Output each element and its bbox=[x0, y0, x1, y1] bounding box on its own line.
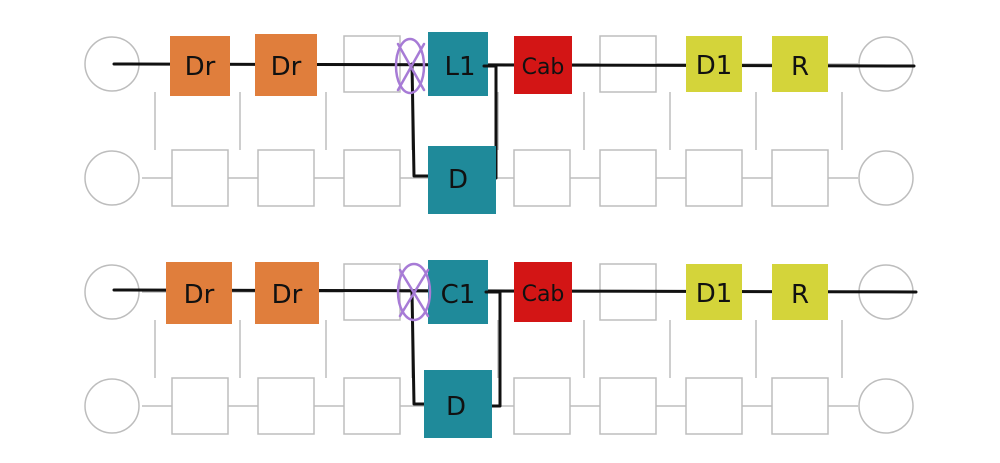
block-d1 bbox=[686, 36, 742, 92]
block-label: R bbox=[791, 280, 809, 310]
block-label: Dr bbox=[272, 280, 303, 310]
block-dr-1 bbox=[166, 262, 232, 324]
grid-lanes bbox=[142, 63, 858, 179]
block-d-branch bbox=[424, 370, 492, 438]
block-label: D1 bbox=[696, 51, 733, 81]
block-cab bbox=[514, 36, 572, 94]
block-dr-2 bbox=[255, 262, 319, 324]
block-c1 bbox=[428, 260, 488, 324]
block-label: R bbox=[791, 52, 809, 82]
splitter-mark bbox=[396, 262, 432, 322]
block-label: Cab bbox=[522, 55, 565, 80]
block-label: Dr bbox=[184, 280, 215, 310]
diagram-bottom: Dr Dr C1 Cab D1 R D bbox=[84, 260, 918, 438]
block-dr-1 bbox=[170, 36, 230, 96]
block-r bbox=[772, 36, 828, 92]
block-label: Dr bbox=[185, 52, 216, 82]
block-label: Cab bbox=[522, 282, 565, 307]
block-label: L1 bbox=[444, 52, 475, 82]
block-label: D bbox=[446, 392, 466, 422]
block-l1 bbox=[428, 32, 488, 96]
end-circles bbox=[84, 36, 914, 206]
block-d-branch bbox=[428, 146, 496, 214]
splitter-mark bbox=[394, 37, 426, 95]
block-label: D bbox=[448, 165, 468, 195]
block-r bbox=[772, 264, 828, 320]
block-dr-2 bbox=[255, 34, 317, 96]
diagram-top: Dr Dr L1 Cab D1 R D bbox=[84, 32, 916, 214]
block-cab bbox=[514, 262, 572, 322]
block-label: Dr bbox=[271, 52, 302, 82]
block-label: D1 bbox=[696, 279, 733, 309]
end-circles bbox=[84, 264, 914, 434]
block-d1 bbox=[686, 264, 742, 320]
block-label: C1 bbox=[441, 280, 476, 310]
